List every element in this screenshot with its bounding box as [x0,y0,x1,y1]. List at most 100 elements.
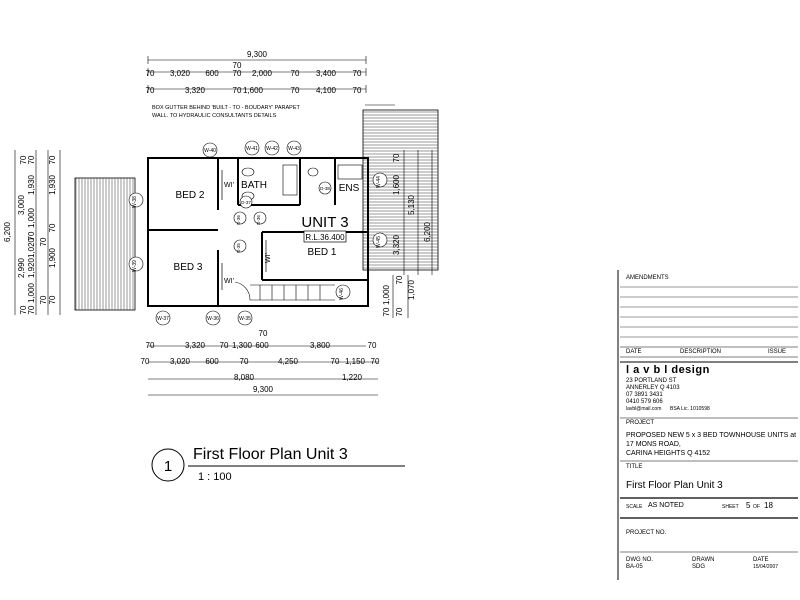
door-tag-circle [233,211,247,225]
date-column-header: DATE [626,349,642,355]
top-dim-label: 3,020 [170,69,191,78]
window-tag-label: W-44 [376,176,382,188]
sheet-label: SHEET [722,504,739,510]
project-label: PROJECT [626,420,655,426]
drawn-value: SDG [692,564,706,570]
bottom-dim-label: 4,250 [278,357,299,366]
top-dimensions [147,56,367,93]
wir-label-bed1: WI' [265,253,272,263]
window-tag-label: W-37 [157,316,169,322]
bottom-dim-label: 1,150 [345,357,366,366]
left-dim-label: 70 [39,295,48,304]
window-tag: W-38 [128,192,144,208]
project-no-label: PROJECT NO. [626,530,667,536]
top-dim-label: 70 [146,69,155,78]
title-block-frame [617,270,798,580]
top-overall-dim: 9,300 [247,50,268,59]
window-tag-label: W-42 [266,146,278,152]
window-tag-circle [202,142,218,158]
rl-box [303,230,347,243]
window-tag-circle [264,140,280,156]
window-tag-label: W-39 [132,260,138,272]
sheet-total: 18 [764,501,773,510]
top-dim-label: 3,400 [316,69,337,78]
door-tag-label: D-37 [241,200,251,205]
window-tag-circle [237,310,253,326]
left-dim-label: 1,020 [27,237,36,258]
left-dim-label: 70 [19,155,28,164]
wir-label-bed3: WI' [224,278,234,285]
plan-number-circle [151,448,185,482]
room-label-bed3: BED 3 [174,262,203,273]
bottom-dim-label: 3,800 [310,341,331,350]
door-tag: D-36 [233,211,247,225]
sheet-number: 5 [746,501,751,510]
door-tag-label: D-35 [236,243,241,253]
right-dim-label: 3,320 [392,234,401,255]
unit-label: UNIT 3 [301,214,348,231]
gutter-note-line1: BOX GUTTER BEHIND 'BUILT - TO - BOUDARY'… [152,105,301,111]
title-value: First Floor Plan Unit 3 [626,480,723,491]
window-tag-label: W-45 [376,236,382,248]
window-tag: W-36 [205,310,221,326]
top-dim-label: 4,100 [316,86,337,95]
window-tag: W-44 [372,172,388,188]
top-dim-label: 70 [146,86,155,95]
rl-label: R.L.36.400 [305,233,345,242]
top-dim-label: 70 [233,69,242,78]
floor-plan-walls [147,157,369,307]
window-tag-label: W-40 [204,148,216,154]
project-line: PROPOSED NEW 5 x 3 BED TOWNHOUSE UNITS a… [626,432,797,439]
right-dim-label: 6,200 [423,221,432,242]
top-dim-label: 3,320 [185,86,206,95]
window-tag: W-35 [237,310,253,326]
window-tag-label: W-36 [207,316,219,322]
top-dim-label: 70 [353,69,362,78]
window-tag-circle [128,192,144,208]
bottom-dim-label: 70 [146,341,155,350]
right-dim-label: 70 [392,153,401,162]
left-dim-label: 1,930 [48,174,57,195]
bottom-dim-label: 70 [371,357,380,366]
door-tag: D-35 [233,239,247,253]
window-tag-circle [335,284,351,300]
door-tag: D-36 [253,211,267,225]
door-tag-label: D-36 [256,215,261,225]
right-dim-label: 1,070 [407,279,416,300]
dwg-no-label: DWG NO. [626,557,653,563]
description-column-header: DESCRIPTION [680,349,722,355]
window-tag: W-37 [155,310,171,326]
stairs [234,281,335,301]
bottom-dim-label: 600 [205,357,219,366]
top-dim-label: 70 [291,69,300,78]
right-dimensions [392,150,433,318]
project-line: CARINA HEIGHTS Q 4152 [626,450,711,457]
left-dim-label: 70 [48,295,57,304]
top-dim-label: 600 [205,69,219,78]
window-tag: W-39 [128,256,144,272]
left-dim-label: 70 [27,155,36,164]
wardrobe-lines [221,170,267,290]
window-tag-circle [372,232,388,248]
door-tag: D-38 [318,181,332,195]
bottom-dim-label: 8,080 [234,373,255,382]
bottom-dim-label: 600 [255,341,269,350]
left-dim-label: 1,000 [27,207,36,228]
window-tag-circle [155,310,171,326]
window-tag: W-40 [202,142,218,158]
left-dim-label: 1,000 [27,282,36,303]
bottom-dim-label: 70 [240,357,249,366]
firm-address-line: ANNERLEY Q 4103 [626,385,680,391]
bottom-dim-label: 70 [141,357,150,366]
top-dim-label: 70 [353,86,362,95]
window-tag-label: W-46 [339,288,345,300]
amendments-label: AMENDMENTS [626,275,669,281]
bottom-dimensions [148,345,378,396]
left-dimensions [14,150,61,315]
room-label-ens: ENS [339,183,360,194]
window-tag-circle [128,256,144,272]
window-tag: W-42 [264,140,280,156]
bottom-dim-label: 3,020 [170,357,191,366]
top-dim-label: 70 [291,86,300,95]
